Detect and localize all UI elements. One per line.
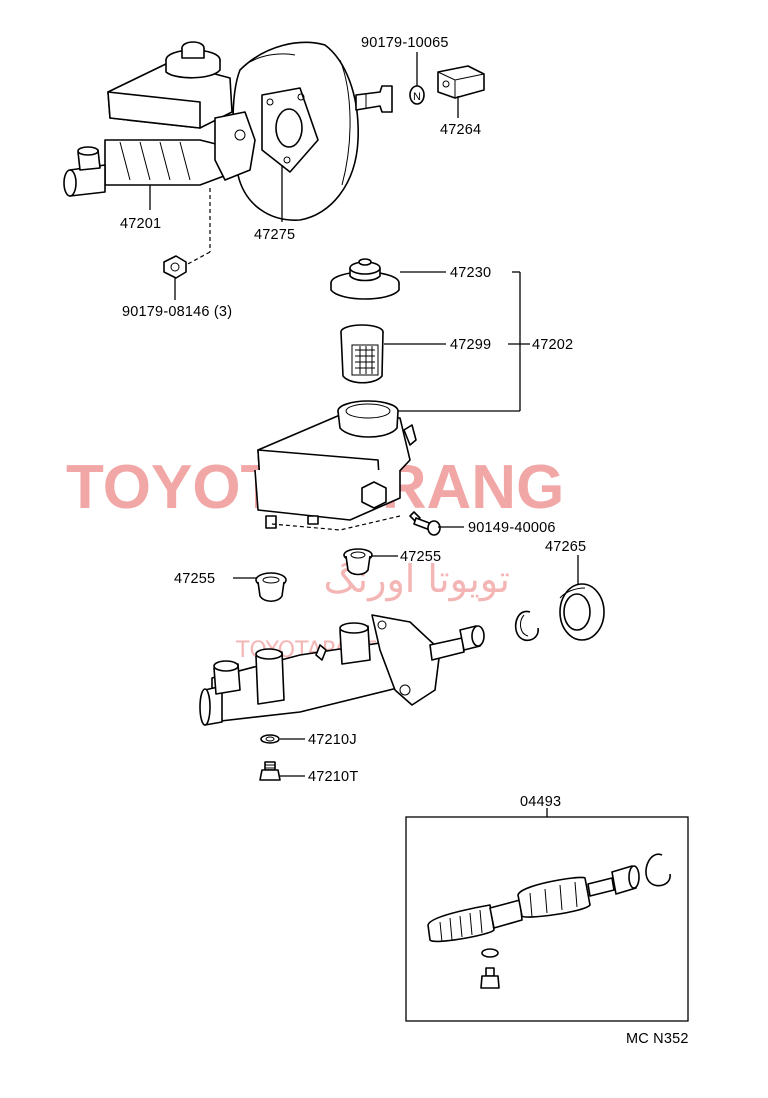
seal-47265: [559, 583, 605, 641]
snap-ring: [514, 610, 539, 642]
label-47299: 47299: [450, 337, 491, 353]
label-90149-40006: 90149-40006: [468, 520, 556, 536]
grommet-47255-right: [343, 548, 373, 576]
label-04493: 04493: [520, 794, 561, 810]
brake-booster: [232, 41, 393, 221]
nut-marker: N: [409, 85, 425, 105]
master-cylinder-body: [199, 614, 485, 726]
label-90179-10065: 90179-10065: [361, 35, 449, 51]
label-47255-right: 47255: [400, 549, 441, 565]
label-47201: 47201: [120, 216, 161, 232]
label-47210J: 47210J: [308, 732, 357, 748]
label-47264: 47264: [440, 122, 481, 138]
clevis-47264: [437, 65, 485, 99]
reservoir-strainer: [340, 324, 384, 384]
diagram-code: MC N352: [626, 1031, 689, 1047]
svg-text:N: N: [413, 91, 421, 103]
label-47265: 47265: [545, 539, 586, 555]
bolt-90149-40006: [409, 511, 441, 536]
label-47202: 47202: [532, 337, 573, 353]
reservoir-cap: [330, 258, 400, 300]
reservoir-dash-line: [271, 515, 401, 531]
label-47230: 47230: [450, 265, 491, 281]
reservoir-tank: [254, 400, 417, 529]
label-47275: 47275: [254, 227, 295, 243]
leader-lines: [149, 52, 579, 817]
grommet-47255-left: [255, 572, 287, 603]
label-47210T: 47210T: [308, 769, 358, 785]
kit-04493: [405, 816, 689, 1022]
label-90179-08146: 90179-08146 (3): [122, 304, 232, 320]
label-47255-left: 47255: [174, 571, 215, 587]
screw-47210T: [259, 761, 281, 781]
nut-90179-08146: [163, 255, 187, 279]
washer-47210J: [260, 734, 280, 744]
master-cylinder-upper: [63, 41, 256, 197]
